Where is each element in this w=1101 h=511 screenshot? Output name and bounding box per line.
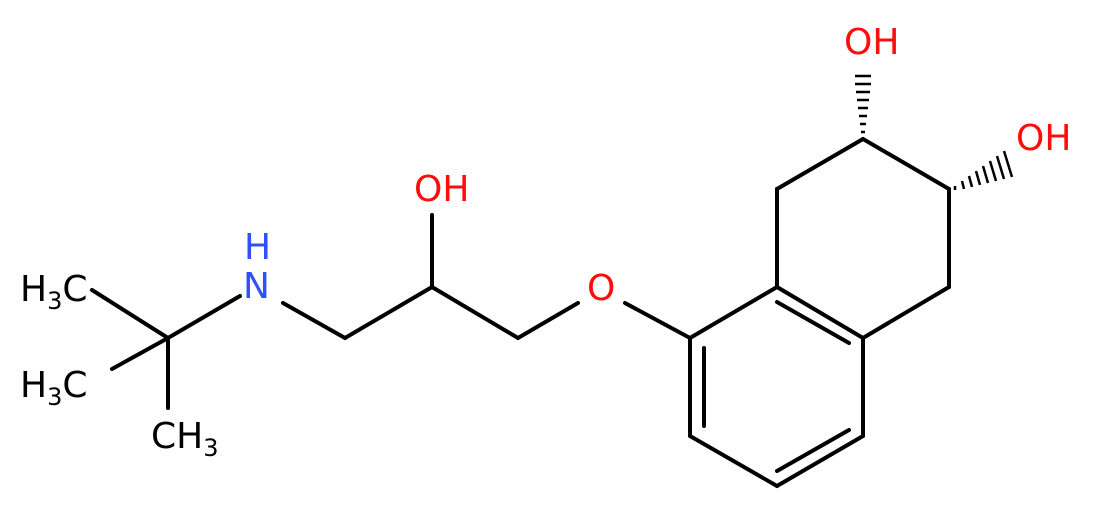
hydroxyl-chain-label: OH (414, 169, 469, 210)
propanol-chain (281, 213, 692, 340)
atom-labels: OH OH OH O N H H3C H3C CH3 (20, 22, 1071, 462)
ring-bond-5 (688, 434, 779, 488)
methyl-3-ch: CH (151, 416, 203, 457)
ether-oxygen-label: O (587, 268, 615, 309)
sat-ring-bond-5 (861, 285, 951, 340)
bond-ch2-ether-oxygen (516, 301, 580, 340)
ring-double-inner-1 (775, 300, 851, 345)
methyl-2-c: C (62, 365, 87, 406)
hashed-wedge-top (855, 74, 871, 134)
methyl-1-c: C (62, 269, 87, 310)
methyl-1-subscript: 3 (47, 287, 62, 315)
methyl-2-subscript: 3 (47, 383, 62, 411)
bond-nitrogen-ch2 (281, 301, 347, 340)
bond-choh-ch2 (430, 285, 520, 340)
bond-ch2-choh (343, 285, 434, 340)
methyl-1-h: H (20, 269, 47, 310)
bond-methyl2-quaternary (110, 336, 170, 371)
bond-ether-oxygen-ring (623, 301, 692, 340)
sat-ring-bond-3 (861, 137, 951, 191)
tert-butyl-group (90, 288, 242, 410)
methyl-2-label: H3C (20, 365, 88, 411)
sat-ring-bond-2 (775, 137, 865, 191)
hydroxyl-top-label: OH (844, 22, 899, 63)
methyl-1-label: H3C (20, 269, 88, 315)
bond-methyl1-quaternary (90, 288, 170, 340)
methyl-3-label: CH3 (151, 416, 219, 462)
hashed-wedge-right (953, 150, 1014, 190)
amine-nitrogen-label: N (243, 266, 270, 307)
hydroxyl-right-label: OH (1016, 118, 1071, 159)
ring-bond-1 (688, 285, 779, 340)
aromatic-ring (688, 285, 865, 488)
methyl-3-subscript: 3 (203, 434, 218, 462)
ring-bond-4 (775, 434, 865, 488)
bond-quaternary-nitrogen (166, 294, 242, 340)
ring-double-inner-2 (775, 428, 851, 473)
methyl-2-h: H (20, 365, 47, 406)
saturated-ring (775, 137, 951, 340)
ring-bond-2 (775, 285, 865, 340)
amine-hydrogen-label: H (244, 227, 271, 268)
